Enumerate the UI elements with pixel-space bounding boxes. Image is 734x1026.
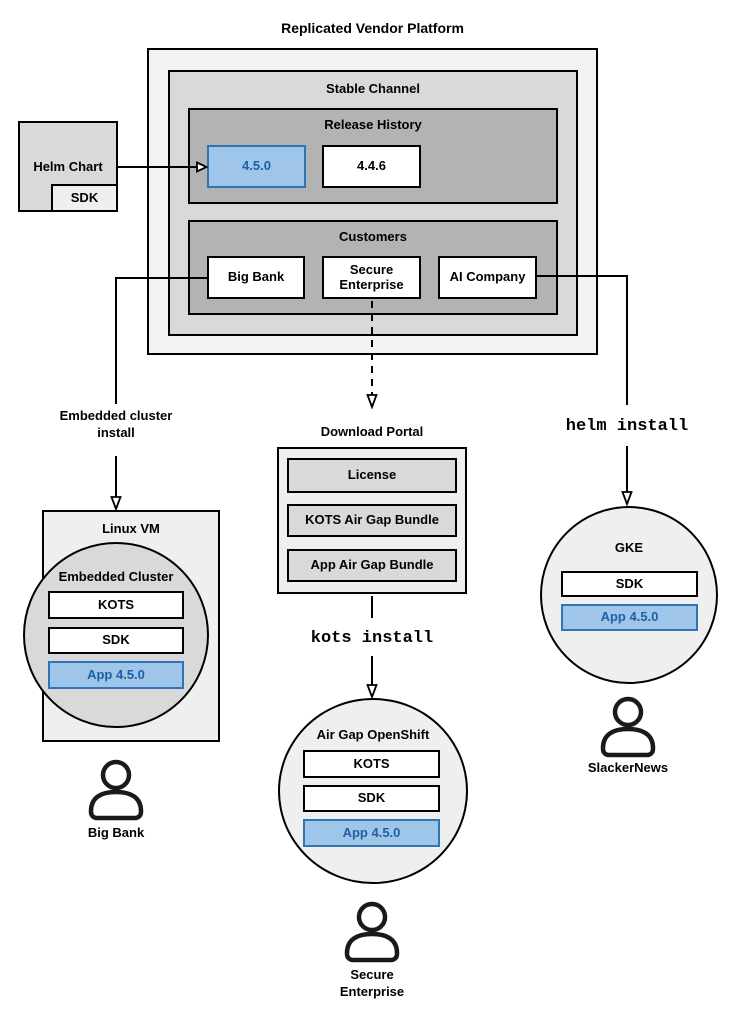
download-portal-title: Download Portal — [320, 424, 424, 439]
openshift-kots-box: KOTS — [303, 750, 440, 778]
arrowhead-download-portal — [366, 394, 378, 410]
person-icon-slackernews — [603, 699, 653, 755]
gke-sdk-box: SDK — [561, 571, 698, 597]
release-4-4-6: 4.4.6 — [322, 145, 421, 188]
openshift-sdk-box: SDK — [303, 785, 440, 812]
diagram-title: Replicated Vendor Platform — [281, 20, 464, 36]
helm-sdk-box: SDK — [51, 184, 118, 212]
arrowhead-openshift — [366, 684, 378, 700]
customer-secure-enterprise: Secure Enterprise — [322, 256, 421, 299]
person-icon-big-bank — [91, 762, 141, 818]
customers-title: Customers — [339, 229, 407, 244]
arrowhead-linux-vm — [110, 496, 122, 512]
arrowhead-gke — [621, 491, 633, 507]
kots-airgap-bundle-box: KOTS Air Gap Bundle — [287, 504, 457, 537]
customer-ai-company: AI Company — [438, 256, 537, 299]
linux-vm-kots-box: KOTS — [48, 591, 184, 619]
helm-chart-label: Helm Chart — [33, 159, 103, 174]
release-history-title: Release History — [324, 117, 422, 132]
stable-channel-title: Stable Channel — [326, 81, 420, 96]
release-4-5-0: 4.5.0 — [207, 145, 306, 188]
customer-big-bank: Big Bank — [207, 256, 305, 299]
linux-vm-sdk-box: SDK — [48, 627, 184, 654]
linux-vm-title: Linux VM — [102, 521, 160, 536]
embedded-cluster-title: Embedded Cluster — [58, 569, 174, 584]
linux-vm-app-box: App 4.5.0 — [48, 661, 184, 689]
airgap-openshift-title: Air Gap OpenShift — [316, 727, 430, 742]
actor-big-bank-label: Big Bank — [87, 825, 145, 840]
gke-app-box: App 4.5.0 — [561, 604, 698, 631]
helm-install-label: helm install — [565, 417, 689, 436]
person-icon-secure-enterprise — [347, 904, 397, 960]
openshift-app-box: App 4.5.0 — [303, 819, 440, 847]
actor-slackernews-label: SlackerNews — [587, 760, 669, 775]
embedded-install-label: Embedded cluster install — [59, 408, 173, 440]
app-airgap-bundle-box: App Air Gap Bundle — [287, 549, 457, 582]
kots-install-label: kots install — [310, 629, 434, 648]
actor-secure-enterprise-label: Secure Enterprise — [339, 967, 405, 999]
gke-title: GKE — [614, 540, 644, 555]
license-box: License — [287, 458, 457, 493]
